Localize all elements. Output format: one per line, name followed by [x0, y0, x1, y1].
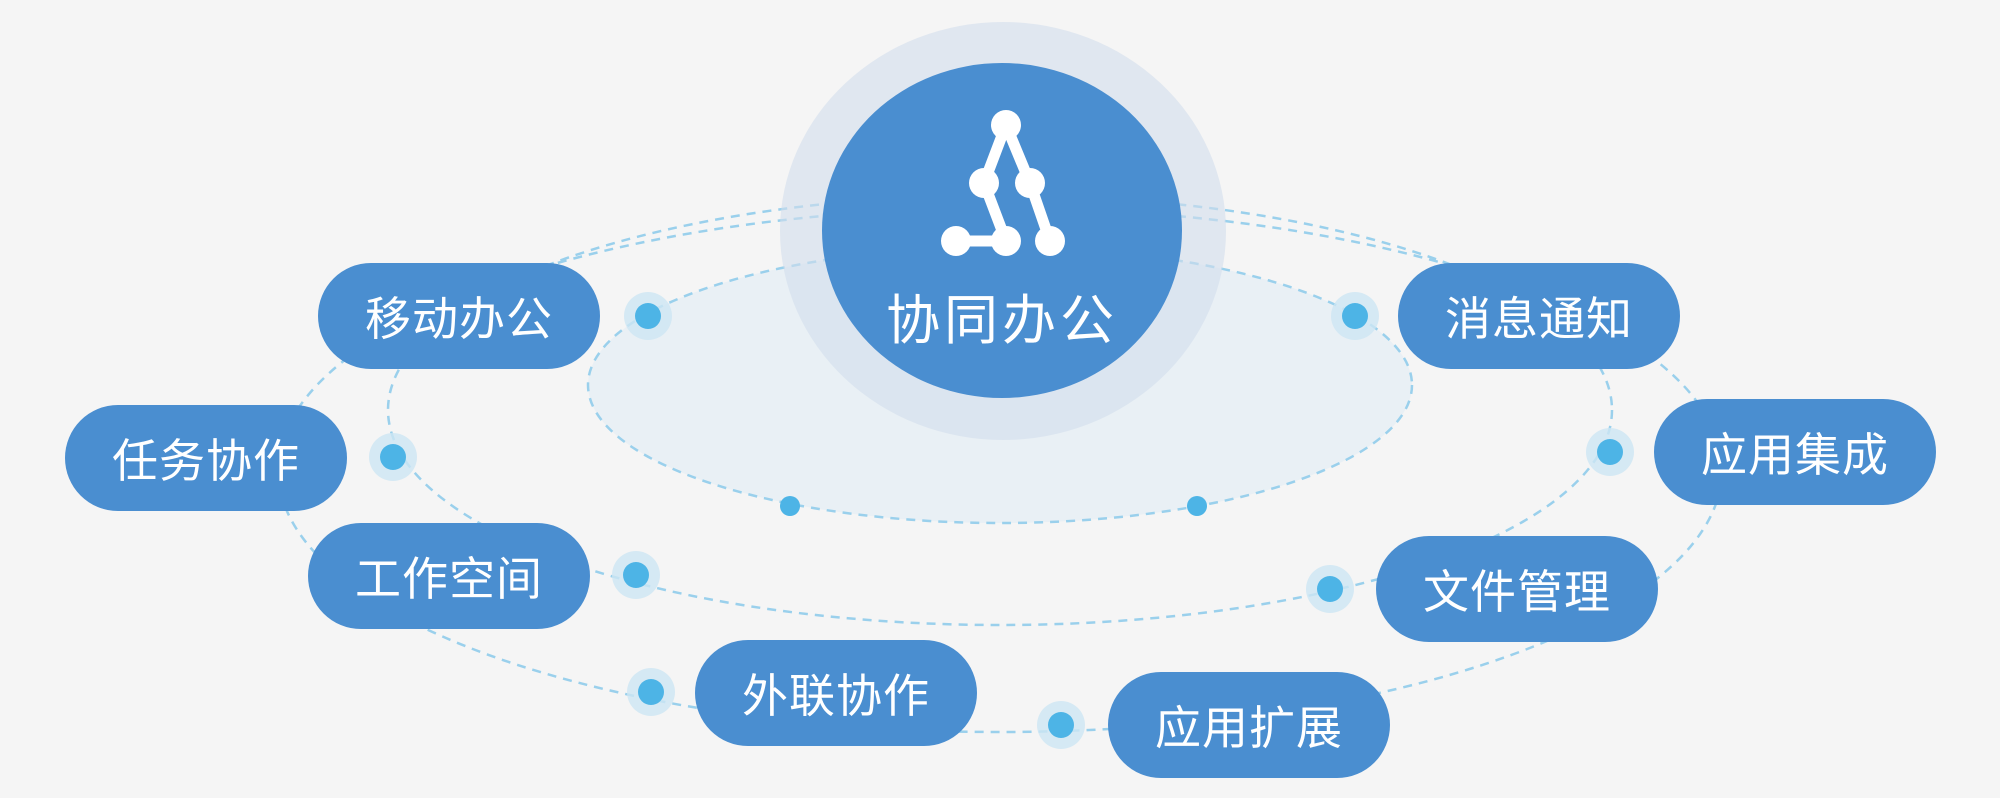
- module-extension-button[interactable]: 应用扩展: [1108, 672, 1390, 778]
- node-integration: [1586, 428, 1634, 476]
- node-workspace: [612, 551, 660, 599]
- node-mobile: [624, 292, 672, 340]
- hub-title: 协同办公: [886, 289, 1118, 352]
- node-task: [369, 433, 417, 481]
- module-file-button[interactable]: 文件管理: [1376, 536, 1658, 642]
- module-mobile-button[interactable]: 移动办公: [318, 263, 600, 369]
- module-external-button[interactable]: 外联协作: [695, 640, 977, 746]
- module-integration-button[interactable]: 应用集成: [1654, 399, 1936, 505]
- node-file: [1306, 565, 1354, 613]
- inner-node-right: [1187, 496, 1207, 516]
- nodes-logo-icon: [941, 110, 1065, 256]
- node-external: [627, 668, 675, 716]
- module-message-button[interactable]: 消息通知: [1398, 263, 1680, 369]
- inner-node-left: [780, 496, 800, 516]
- module-workspace-button[interactable]: 工作空间: [308, 523, 590, 629]
- node-extension: [1037, 701, 1085, 749]
- node-message: [1331, 292, 1379, 340]
- middle-orbit: [386, 193, 1614, 627]
- module-task-button[interactable]: 任务协作: [65, 405, 347, 511]
- hub-circle[interactable]: 协同办公: [822, 63, 1182, 398]
